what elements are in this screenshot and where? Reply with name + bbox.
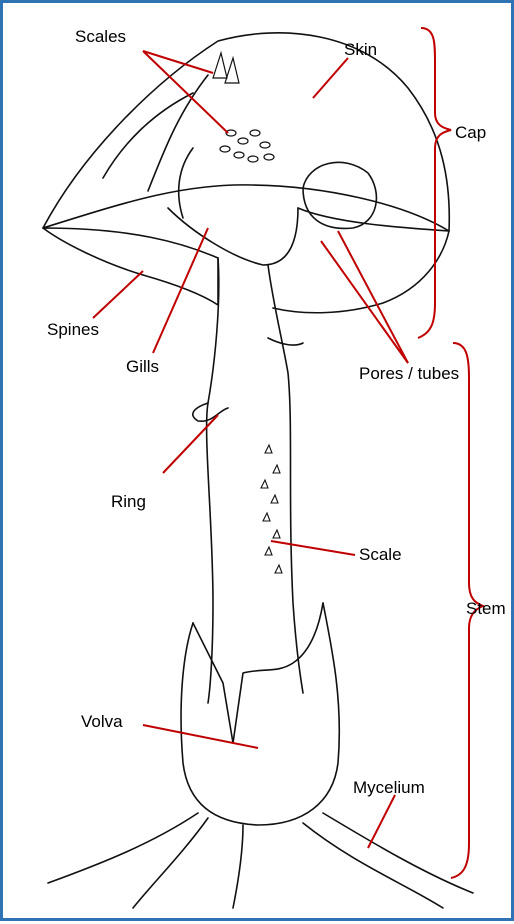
mushroom-drawing — [3, 3, 514, 924]
leader-mycelium — [368, 795, 395, 848]
pores-cutaway — [303, 162, 376, 228]
leader-pores-b — [321, 241, 408, 363]
label-ring: Ring — [111, 493, 146, 510]
label-gills: Gills — [126, 358, 159, 375]
brace-cap — [418, 28, 451, 338]
label-scale: Scale — [359, 546, 402, 563]
label-spines: Spines — [47, 321, 99, 338]
stem-scales — [261, 445, 282, 573]
label-scales: Scales — [75, 28, 126, 45]
leader-lines — [93, 51, 408, 848]
label-cap: Cap — [455, 124, 486, 141]
label-volva: Volva — [81, 713, 123, 730]
label-pores: Pores / tubes — [359, 365, 459, 382]
leader-spines — [93, 271, 143, 318]
cap-scales — [213, 53, 274, 162]
gills-area — [168, 208, 298, 265]
label-skin: Skin — [344, 41, 377, 58]
leader-scale — [271, 541, 355, 555]
volva-outline — [181, 603, 339, 825]
leader-gills — [153, 228, 208, 353]
leader-ring — [163, 415, 218, 473]
cap-rim — [43, 185, 449, 231]
leader-volva — [143, 725, 258, 748]
leader-skin — [313, 58, 348, 98]
stem-left — [207, 258, 219, 703]
label-stem: Stem — [466, 600, 506, 617]
mycelium-roots — [48, 813, 473, 908]
ring-flap — [193, 403, 228, 421]
stem-right — [268, 265, 303, 693]
label-mycelium: Mycelium — [353, 779, 425, 796]
cap-outline — [43, 33, 449, 231]
braces — [418, 28, 483, 878]
